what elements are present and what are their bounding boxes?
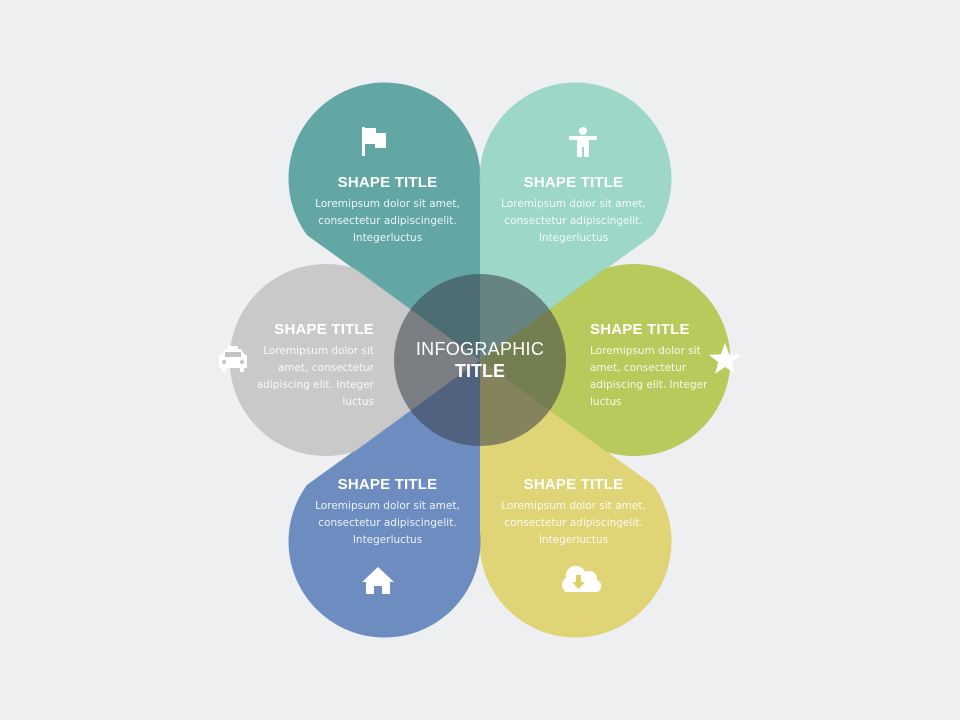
- center-title: INFOGRAPHIC TITLE: [395, 338, 565, 382]
- petal-body: Loremipsum dolor sit amet, consectetur a…: [501, 198, 646, 244]
- petal-body: Loremipsum dolor sit amet, consectetur a…: [590, 345, 708, 408]
- center-title-line1: INFOGRAPHIC: [415, 339, 545, 359]
- taxi-icon: [219, 346, 247, 372]
- petal-body: Loremipsum dolor sit amet, consectetur a…: [315, 500, 460, 546]
- petal-left-text: SHAPE TITLE Loremipsum dolor sit amet, c…: [256, 321, 374, 411]
- petal-title: SHAPE TITLE: [590, 321, 690, 338]
- petal-title: SHAPE TITLE: [523, 174, 624, 191]
- petal-title: SHAPE TITLE: [337, 476, 438, 493]
- petal-right-text: SHAPE TITLE Loremipsum dolor sit amet, c…: [590, 321, 708, 411]
- cloud-download-icon: [561, 565, 602, 593]
- center-circle[interactable]: [394, 274, 566, 446]
- petal-body: Loremipsum dolor sit amet, consectetur a…: [256, 345, 374, 408]
- petal-top-right-text: SHAPE TITLE Loremipsum dolor sit amet, c…: [491, 174, 656, 247]
- petal-title: SHAPE TITLE: [274, 321, 374, 338]
- petal-body: Loremipsum dolor sit amet, consectetur a…: [315, 198, 460, 244]
- petal-top-left-text: SHAPE TITLE Loremipsum dolor sit amet, c…: [305, 174, 470, 247]
- petal-title: SHAPE TITLE: [337, 174, 438, 191]
- person-icon: [569, 127, 597, 157]
- star-icon: [708, 343, 742, 374]
- petal-bottom-left-text: SHAPE TITLE Loremipsum dolor sit amet, c…: [305, 476, 470, 549]
- petal-title: SHAPE TITLE: [523, 476, 624, 493]
- petal-bottom-right-text: SHAPE TITLE Loremipsum dolor sit amet, c…: [491, 476, 656, 549]
- center-title-line2: TITLE: [455, 361, 505, 381]
- petal-body: Loremipsum dolor sit amet, consectetur a…: [501, 500, 646, 546]
- petal-left[interactable]: [229, 264, 480, 456]
- flag-icon: [362, 127, 386, 156]
- petal-right[interactable]: [480, 264, 731, 456]
- home-icon: [362, 567, 394, 594]
